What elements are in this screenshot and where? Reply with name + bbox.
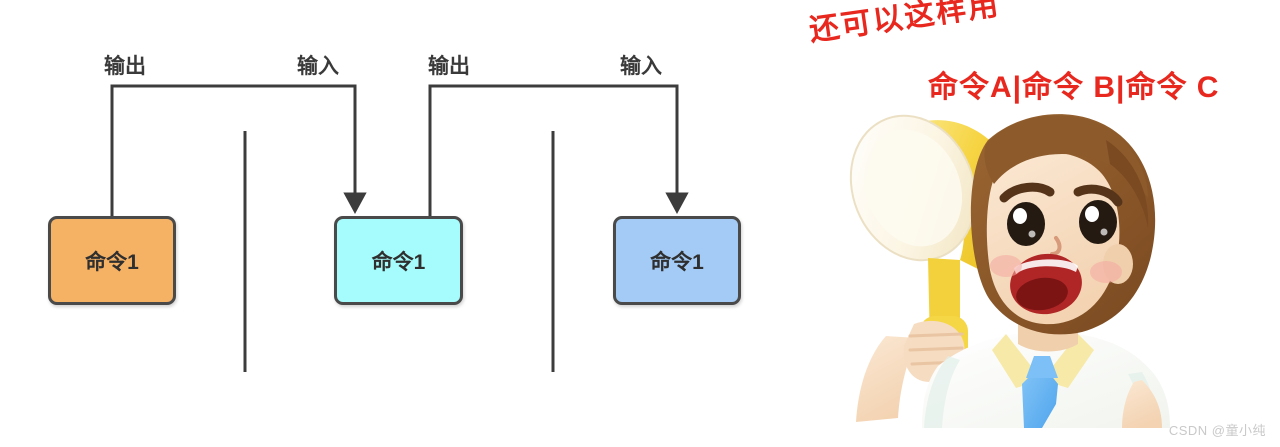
command-box-1: 命令1 xyxy=(48,216,176,305)
port-label-input-2: 输入 xyxy=(620,55,662,78)
annotation-text-line-2: 命令A|命令 B|命令 C xyxy=(928,71,1220,104)
head xyxy=(970,114,1156,335)
illustration-panel: 还可以这样用 命令A|命令 B|命令 C xyxy=(790,0,1280,447)
open-mouth xyxy=(1010,253,1082,315)
command-box-2-label: 命令1 xyxy=(371,250,426,274)
csdn-watermark: CSDN @童小纯 xyxy=(1168,423,1266,438)
pipe-diagram: 输出 输入 输出 输入 命令1 命令1 命令1 xyxy=(48,55,741,372)
port-label-output-1: 输出 xyxy=(104,55,146,78)
command-box-3: 命令1 xyxy=(613,216,741,305)
diagram-wires xyxy=(110,84,689,372)
annotation-text-line-1: 还可以这样用 xyxy=(807,0,1002,48)
port-label-output-2: 输出 xyxy=(428,55,470,78)
connector-1 xyxy=(110,84,367,216)
command-box-1-label: 命令1 xyxy=(85,250,139,274)
port-label-input-1: 输入 xyxy=(297,55,339,78)
connector-2 xyxy=(428,84,689,216)
command-box-2: 命令1 xyxy=(334,216,463,305)
eyes xyxy=(1007,200,1117,246)
shouting-person-with-megaphone-illustration xyxy=(849,114,1170,428)
command-box-3-label: 命令1 xyxy=(650,250,704,274)
shirt-and-torso xyxy=(922,332,1170,428)
